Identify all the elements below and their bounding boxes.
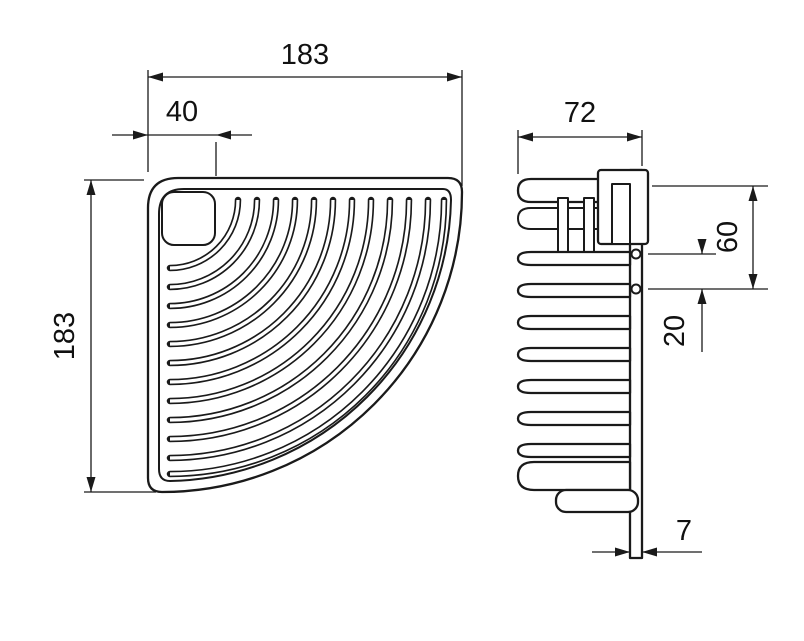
side-wire-bar (516, 346, 632, 363)
dim-label-left-height: 183 (49, 312, 81, 360)
side-wire-bar (516, 410, 632, 427)
basket-wires-inner (169, 199, 446, 476)
bracket-slot (611, 183, 631, 245)
dim-top-to-hole: 60 (648, 185, 768, 290)
side-wire-bar (516, 442, 632, 459)
side-view (516, 168, 650, 560)
dim-left-height: 183 (49, 179, 156, 493)
corner-tab (161, 191, 216, 246)
dim-label-top-width: 183 (281, 39, 329, 71)
hook-connector-left (557, 197, 569, 255)
dim-label-hole-spacing: 20 (659, 315, 691, 347)
dim-corner-offset: 40 (112, 96, 252, 176)
dim-label-corner-offset: 40 (166, 96, 198, 128)
screw-hole-lower (630, 283, 642, 295)
bottom-foot (554, 488, 640, 514)
dim-label-side-depth: 72 (564, 97, 596, 129)
side-wire-bar (516, 282, 632, 299)
side-wire-bar (516, 314, 632, 331)
side-bottom-rim (516, 460, 632, 492)
dim-label-top-to-hole: 60 (712, 221, 744, 253)
side-wire-bar (516, 378, 632, 395)
dim-top-width: 183 (147, 39, 463, 186)
top-view (146, 176, 464, 494)
dim-plate-thickness: 7 (592, 515, 702, 557)
screw-hole-upper (630, 248, 642, 260)
dim-hole-spacing: 20 (648, 239, 716, 352)
side-wire-bar (516, 250, 632, 267)
dim-side-depth: 72 (517, 97, 643, 174)
hook-connector-right (583, 197, 595, 255)
dim-label-plate-thickness: 7 (676, 515, 692, 547)
